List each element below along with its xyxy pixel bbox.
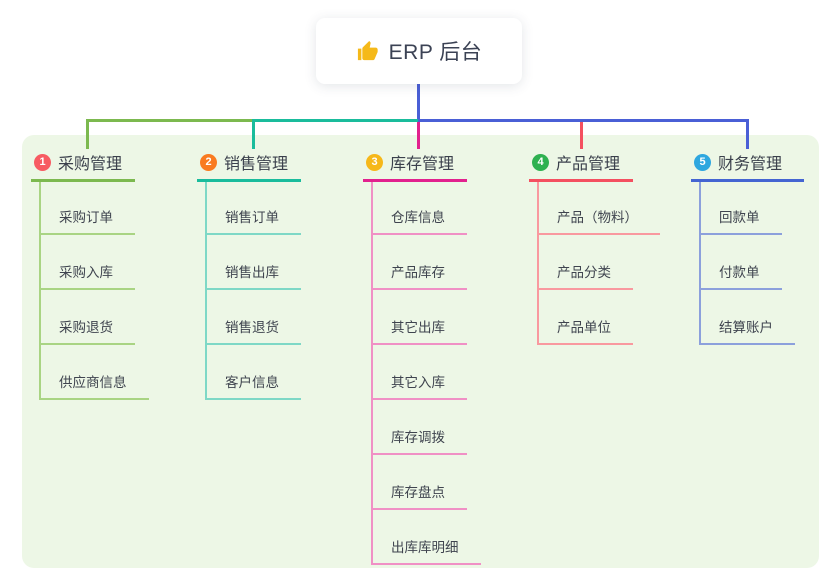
branch-title-label: 财务管理 [718, 156, 783, 173]
mindmap-panel [22, 135, 819, 568]
child-item-label: 付款单 [719, 265, 760, 280]
branch-children: 回款单付款单结算账户 [699, 182, 795, 345]
child-item[interactable]: 仓库信息 [373, 182, 467, 235]
child-item[interactable]: 产品（物料） [539, 182, 660, 235]
branch-title-label: 采购管理 [58, 156, 123, 173]
child-item[interactable]: 产品分类 [539, 235, 633, 290]
child-item-label: 产品（物料） [557, 210, 638, 225]
child-item[interactable]: 结算账户 [701, 290, 795, 345]
child-item[interactable]: 其它入库 [373, 345, 467, 400]
child-item-label: 库存盘点 [391, 485, 445, 500]
connector-drop-inventory [417, 122, 420, 149]
child-item-label: 采购退货 [59, 320, 113, 335]
child-item-label: 其它入库 [391, 375, 445, 390]
badge-1: 1 [34, 153, 51, 171]
badge-2: 2 [200, 153, 217, 171]
branch-finance-management: 5 财务管理 回款单付款单结算账户 [691, 150, 804, 345]
child-item[interactable]: 其它出库 [373, 290, 467, 345]
connector-bus-left [86, 119, 252, 122]
child-item-label: 回款单 [719, 210, 760, 225]
child-item-label: 供应商信息 [59, 375, 127, 390]
branch-title-purchase[interactable]: 1 采购管理 [31, 150, 135, 182]
child-item[interactable]: 付款单 [701, 235, 782, 290]
branch-title-product[interactable]: 4 产品管理 [529, 150, 633, 182]
branch-title-inventory[interactable]: 3 库存管理 [363, 150, 467, 182]
child-item[interactable]: 客户信息 [207, 345, 301, 400]
child-item[interactable]: 回款单 [701, 182, 782, 235]
branch-title-label: 销售管理 [224, 156, 289, 173]
child-item-label: 客户信息 [225, 375, 279, 390]
branch-title-label: 库存管理 [390, 156, 455, 173]
child-item[interactable]: 供应商信息 [41, 345, 149, 400]
child-item-label: 库存调拨 [391, 430, 445, 445]
child-item[interactable]: 销售出库 [207, 235, 301, 290]
connector-drop-purchase [86, 122, 89, 149]
branch-children: 仓库信息产品库存其它出库其它入库库存调拨库存盘点出库库明细 [371, 182, 481, 565]
branch-product-management: 4 产品管理 产品（物料） 产品分类产品单位 [529, 150, 660, 345]
child-item[interactable]: 采购退货 [41, 290, 135, 345]
connector-root-vertical [417, 84, 420, 122]
connector-bus-middle [252, 119, 418, 122]
branch-title-sales[interactable]: 2 销售管理 [197, 150, 301, 182]
root-title: ERP 后台 [388, 41, 483, 64]
child-item-label: 采购订单 [59, 210, 113, 225]
badge-5: 5 [694, 153, 711, 171]
child-item-label: 其它出库 [391, 320, 445, 335]
child-item-label: 产品库存 [391, 265, 445, 280]
child-item[interactable]: 库存调拨 [373, 400, 467, 455]
child-item-label: 产品分类 [557, 265, 611, 280]
child-item[interactable]: 销售订单 [207, 182, 301, 235]
badge-3: 3 [366, 153, 383, 171]
connector-drop-product [580, 122, 583, 149]
child-item[interactable]: 产品库存 [373, 235, 467, 290]
connector-bus-right [418, 119, 749, 122]
branch-title-label: 产品管理 [556, 156, 621, 173]
branch-inventory-management: 3 库存管理 仓库信息产品库存其它出库其它入库库存调拨库存盘点出库库明细 [363, 150, 481, 565]
child-item-label: 仓库信息 [391, 210, 445, 225]
child-item[interactable]: 产品单位 [539, 290, 633, 345]
branch-children: 产品（物料） 产品分类产品单位 [537, 182, 660, 345]
child-item-label: 采购入库 [59, 265, 113, 280]
child-item[interactable]: 库存盘点 [373, 455, 467, 510]
branch-purchase-management: 1 采购管理 采购订单采购入库采购退货供应商信息 [31, 150, 149, 400]
root-node[interactable]: ERP 后台 [316, 18, 522, 84]
child-item[interactable]: 出库库明细 [373, 510, 481, 565]
connector-drop-sales [252, 122, 255, 149]
child-item-label: 产品单位 [557, 320, 611, 335]
child-item[interactable]: 采购订单 [41, 182, 135, 235]
child-item[interactable]: 采购入库 [41, 235, 135, 290]
branch-children: 采购订单采购入库采购退货供应商信息 [39, 182, 149, 400]
branch-sales-management: 2 销售管理 销售订单销售出库销售退货客户信息 [197, 150, 301, 400]
child-item-label: 结算账户 [719, 320, 773, 335]
branch-children: 销售订单销售出库销售退货客户信息 [205, 182, 301, 400]
child-item[interactable]: 销售退货 [207, 290, 301, 345]
thumbs-up-icon [356, 40, 379, 63]
child-item-label: 出库库明细 [391, 540, 459, 555]
connector-drop-finance [746, 122, 749, 149]
branch-title-finance[interactable]: 5 财务管理 [691, 150, 804, 182]
child-item-label: 销售退货 [225, 320, 279, 335]
badge-4: 4 [532, 153, 549, 171]
child-item-label: 销售订单 [225, 210, 279, 225]
child-item-label: 销售出库 [225, 265, 279, 280]
